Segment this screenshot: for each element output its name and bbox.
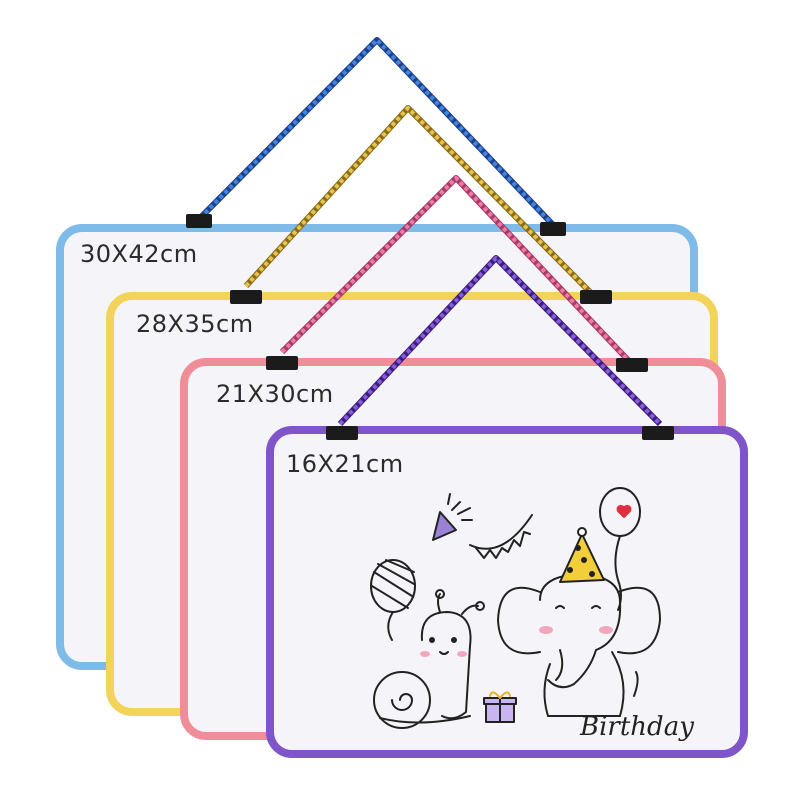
binder-clip-icon [540, 222, 566, 236]
size-label-21x30: 21X30cm [216, 380, 334, 408]
binder-clip-icon [326, 426, 358, 440]
binder-clip-icon [186, 214, 212, 228]
binder-clip-icon [616, 358, 648, 372]
birthday-caption: Birthday [580, 712, 694, 742]
striped-balloon-icon [370, 559, 416, 641]
hanging-cord-2 [243, 105, 597, 299]
gift-box-icon [483, 691, 517, 723]
binder-clip-icon [230, 290, 262, 304]
hanging-cord-3 [279, 175, 631, 363]
hanging-cord-1 [197, 37, 559, 231]
snail-icon [373, 589, 485, 729]
binder-clip-icon [266, 356, 298, 370]
binder-clip-icon [580, 290, 612, 304]
party-hat-icon [432, 493, 473, 541]
hanging-cord-4 [337, 255, 663, 427]
bunting-icon [469, 514, 533, 559]
size-label-30x42: 30X42cm [80, 240, 198, 268]
size-label-16x21: 16X21cm [286, 450, 404, 478]
size-label-28x35: 28X35cm [136, 310, 254, 338]
elephant-icon [497, 527, 661, 717]
binder-clip-icon [642, 426, 674, 440]
